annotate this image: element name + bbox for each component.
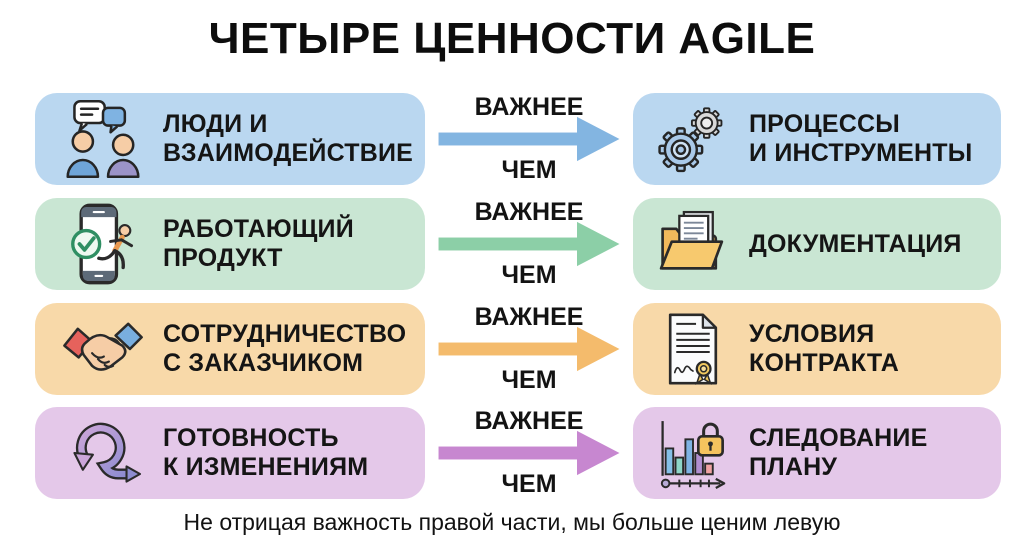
- value-row-collaboration: СОТРУДНИЧЕСТВО С ЗАКАЗЧИКОМ ВАЖНЕЕ ЧЕМ У: [35, 303, 1001, 395]
- left-box-product: РАБОТАЮЩИЙ ПРОДУКТ: [35, 198, 425, 290]
- right-arrow-icon: [438, 326, 620, 372]
- left-label-collaboration: СОТРУДНИЧЕСТВО С ЗАКАЗЧИКОМ: [163, 320, 407, 377]
- left-box-change: ГОТОВНОСТЬ К ИЗМЕНЕНИЯМ: [35, 407, 425, 499]
- comparator-bottom-label: ЧЕМ: [501, 366, 557, 394]
- comparator-top-label: ВАЖНЕЕ: [474, 303, 584, 331]
- comparator-change: ВАЖНЕЕ ЧЕМ: [425, 407, 633, 499]
- left-box-collaboration: СОТРУДНИЧЕСТВО С ЗАКАЗЧИКОМ: [35, 303, 425, 395]
- handshake-icon: [63, 322, 143, 371]
- left-label-people: ЛЮДИ И ВЗАИМОДЕЙСТВИЕ: [163, 110, 414, 167]
- right-label-contract: УСЛОВИЯ КОНТРАКТА: [749, 320, 899, 377]
- right-label-plan: СЛЕДОВАНИЕ ПЛАНУ: [749, 424, 928, 481]
- comparator-product: ВАЖНЕЕ ЧЕМ: [425, 198, 633, 290]
- right-box-documentation: ДОКУМЕНТАЦИЯ: [633, 198, 1001, 290]
- gears-icon: [658, 107, 723, 173]
- comparator-collaboration: ВАЖНЕЕ ЧЕМ: [425, 303, 633, 395]
- comparator-top-label: ВАЖНЕЕ: [474, 198, 584, 226]
- value-row-product: РАБОТАЮЩИЙ ПРОДУКТ ВАЖНЕЕ ЧЕМ ДОКУМЕНТАЦ…: [35, 198, 1001, 290]
- value-row-change: ГОТОВНОСТЬ К ИЗМЕНЕНИЯМ ВАЖНЕЕ ЧЕМ: [35, 407, 1001, 499]
- comparator-top-label: ВАЖНЕЕ: [474, 93, 584, 121]
- agile-loop-icon: [73, 422, 142, 483]
- comparator-bottom-label: ЧЕМ: [501, 156, 557, 184]
- left-box-people: ЛЮДИ И ВЗАИМОДЕЙСТВИЕ: [35, 93, 425, 185]
- footer-note: Не отрицая важность правой части, мы бол…: [183, 509, 841, 535]
- comparator-bottom-label: ЧЕМ: [501, 470, 557, 498]
- left-label-product: РАБОТАЮЩИЙ ПРОДУКТ: [163, 215, 354, 272]
- contract-seal-icon: [668, 313, 718, 385]
- comparator-people: ВАЖНЕЕ ЧЕМ: [425, 93, 633, 185]
- right-arrow-icon: [438, 116, 620, 162]
- right-box-contract: УСЛОВИЯ КОНТРАКТА: [633, 303, 1001, 395]
- right-arrow-icon: [438, 221, 620, 267]
- comparator-bottom-label: ЧЕМ: [501, 261, 557, 289]
- right-label-documentation: ДОКУМЕНТАЦИЯ: [749, 229, 962, 258]
- left-label-change: ГОТОВНОСТЬ К ИЗМЕНЕНИЯМ: [163, 424, 369, 481]
- value-row-people: ЛЮДИ И ВЗАИМОДЕЙСТВИЕ ВАЖНЕЕ ЧЕМ: [35, 93, 1001, 185]
- bar-chart-lock-icon: [660, 421, 726, 489]
- right-label-processes: ПРОЦЕССЫ И ИНСТРУМЕНТЫ: [749, 110, 973, 167]
- folder-documents-icon: [659, 210, 724, 270]
- right-arrow-icon: [438, 430, 620, 476]
- comparator-top-label: ВАЖНЕЕ: [474, 407, 584, 435]
- right-box-processes: ПРОЦЕССЫ И ИНСТРУМЕНТЫ: [633, 93, 1001, 185]
- right-box-plan: СЛЕДОВАНИЕ ПЛАНУ: [633, 407, 1001, 499]
- page-title: ЧЕТЫРЕ ЦЕННОСТИ AGILE: [208, 14, 816, 63]
- people-chat-icon: [66, 99, 140, 179]
- phone-check-runner-icon: [71, 203, 134, 285]
